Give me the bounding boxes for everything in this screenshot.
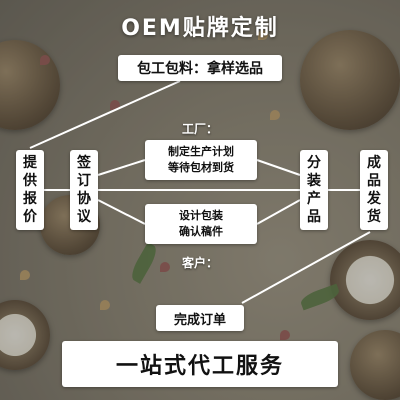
factory-label: 工厂： xyxy=(182,122,219,136)
step-char: 议 xyxy=(77,209,91,225)
factory-task-line: 等待包材到货 xyxy=(168,161,234,174)
step-char: 成 xyxy=(367,155,381,171)
complete-order-box: 完成订单 xyxy=(156,305,244,331)
step-char: 价 xyxy=(23,209,37,225)
packaging-step-box: 包工包料：拿样选品 xyxy=(118,55,282,81)
step-char: 签 xyxy=(77,155,91,171)
customer-task-line: 设计包装 xyxy=(179,209,223,222)
sign-agreement-box: 签 订 协 议 xyxy=(70,150,98,230)
service-banner: 一站式代工服务 xyxy=(62,341,338,387)
step-char: 提 xyxy=(23,155,37,171)
step-char: 报 xyxy=(23,191,37,207)
connector-line xyxy=(256,199,301,225)
step-char: 发 xyxy=(367,191,381,207)
step-char: 订 xyxy=(77,173,91,189)
connector-line xyxy=(97,199,146,225)
step-char: 货 xyxy=(367,209,381,225)
step-char: 供 xyxy=(23,173,37,189)
factory-task-line: 制定生产计划 xyxy=(168,145,234,158)
factory-task-box: 制定生产计划 等待包材到货 xyxy=(145,140,257,180)
connector-line xyxy=(256,159,301,176)
split-product-box: 分 装 产 品 xyxy=(300,150,328,230)
connector-line xyxy=(241,231,371,304)
ship-finished-box: 成 品 发 货 xyxy=(360,150,388,230)
customer-label: 客户： xyxy=(182,256,219,270)
step-char: 装 xyxy=(307,173,321,189)
step-char: 协 xyxy=(77,191,91,207)
page-title: OEM贴牌定制 xyxy=(121,16,279,41)
connector-line xyxy=(29,80,181,149)
customer-task-box: 设计包装 确认稿件 xyxy=(145,204,257,244)
step-char: 分 xyxy=(307,155,321,171)
step-char: 品 xyxy=(367,173,381,189)
provide-quote-box: 提 供 报 价 xyxy=(16,150,44,230)
step-char: 产 xyxy=(307,191,321,207)
step-char: 品 xyxy=(307,209,321,225)
customer-task-line: 确认稿件 xyxy=(179,225,223,238)
connector-line xyxy=(97,159,146,176)
